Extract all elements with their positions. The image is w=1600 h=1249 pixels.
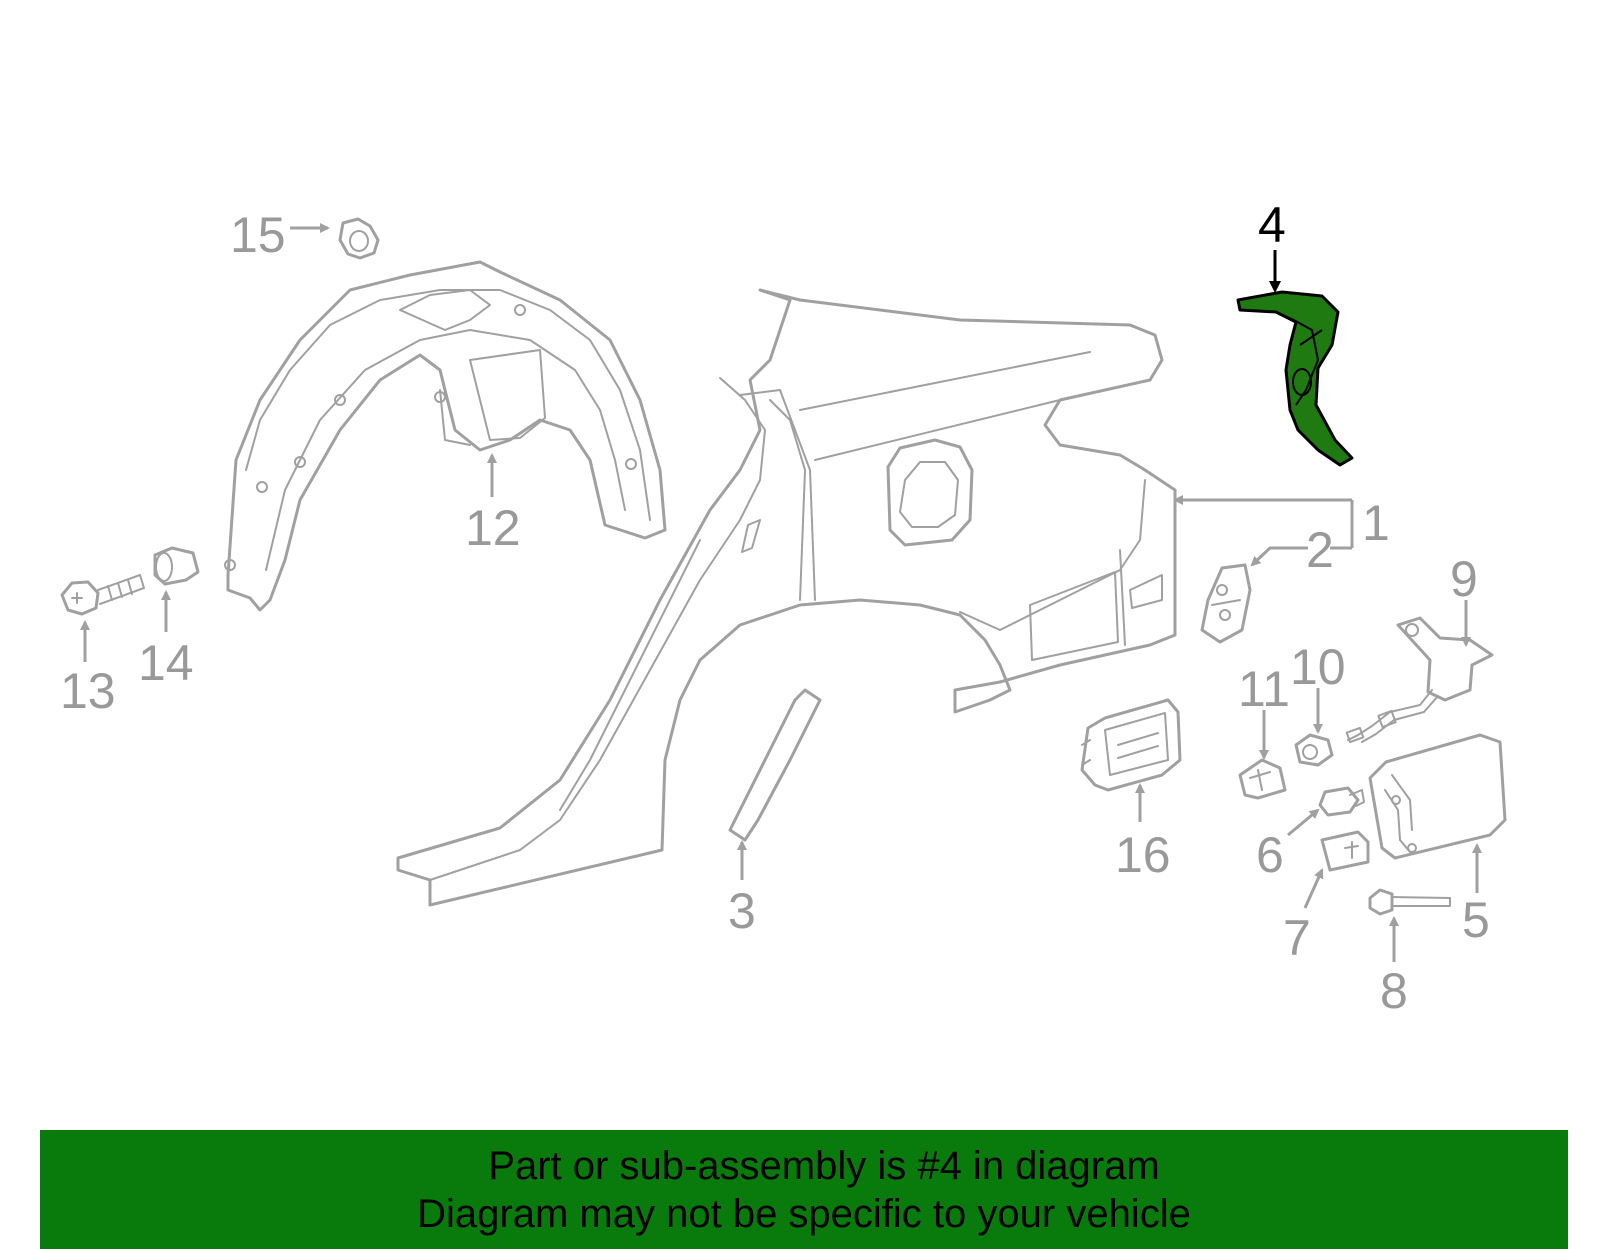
callout-12: 12: [465, 500, 521, 556]
part-5-fuel-door: [1368, 733, 1507, 860]
info-banner: Part or sub-assembly is #4 in diagram Di…: [40, 1130, 1568, 1249]
callout-7: 7: [1283, 910, 1311, 966]
part-16-housing: [1080, 698, 1182, 792]
part-6-bumper: [1318, 786, 1365, 817]
part-8-pin: [1368, 888, 1451, 916]
part-4-bracket-highlighted: [1236, 290, 1354, 467]
part-14-nut: [153, 546, 200, 586]
part-3-molding: [728, 688, 822, 842]
parts-diagram: 15 12 13 14 4 1 2 9 10 11 16 6 7 5 8 3: [60, 197, 1507, 1019]
callout-2: 2: [1306, 522, 1334, 578]
callout-labels: 15 12 13 14 4 1 2 9 10 11 16 6 7 5 8 3: [60, 197, 1490, 1019]
callout-6: 6: [1256, 827, 1284, 883]
part-2-bracket: [1200, 563, 1252, 644]
callout-14: 14: [138, 635, 194, 691]
callout-3: 3: [728, 883, 756, 939]
banner-line-disclaimer: Diagram may not be specific to your vehi…: [417, 1192, 1191, 1236]
callout-1: 1: [1362, 495, 1390, 551]
part-1-quarter-panel: [396, 288, 1177, 907]
part-11-hinge: [1238, 758, 1287, 800]
callout-15: 15: [230, 207, 286, 263]
part-15-clip: [338, 217, 380, 260]
callout-4: 4: [1258, 197, 1286, 253]
leader-lines: [80, 223, 1482, 962]
callout-16: 16: [1115, 827, 1171, 883]
part-7-retainer: [1320, 830, 1370, 872]
part-13-bolt: [60, 574, 145, 616]
part-10-cap: [1294, 733, 1334, 767]
part-12-fender-liner: [224, 260, 667, 612]
callout-8: 8: [1380, 963, 1408, 1019]
part-9-opener: [1345, 616, 1494, 744]
banner-line-part: Part or sub-assembly is #4 in diagram: [488, 1144, 1160, 1188]
callout-5: 5: [1462, 892, 1490, 948]
callout-11: 11: [1238, 661, 1290, 717]
callout-9: 9: [1450, 551, 1478, 607]
callout-13: 13: [60, 663, 116, 719]
callout-10: 10: [1290, 639, 1346, 695]
